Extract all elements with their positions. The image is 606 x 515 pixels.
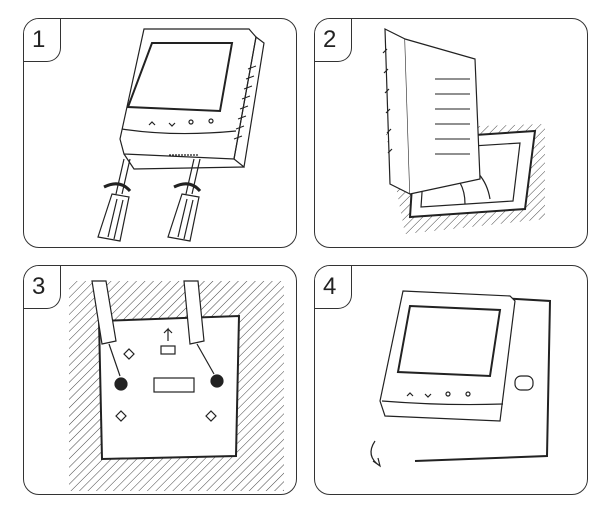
thermostat-icon: [119, 28, 265, 170]
step-number: 4: [323, 273, 337, 300]
step-2-panel: 2: [314, 18, 588, 248]
step-number: 1: [32, 26, 46, 53]
screwdriver-icon: [167, 158, 202, 242]
step-number: 3: [32, 273, 46, 300]
mount-backplate-illustration: [69, 280, 284, 491]
screwdriver-icon: [183, 280, 215, 375]
step-number-tab: 4: [315, 266, 352, 309]
step-4-panel: 4: [314, 265, 588, 495]
step-number-tab: 2: [315, 19, 352, 62]
connect-wires-illustration: [382, 28, 545, 234]
attach-front-cover-illustration: [370, 290, 552, 468]
step-1-panel: 1: [23, 18, 297, 248]
step-number: 2: [323, 26, 337, 53]
step-3-panel: 3: [23, 265, 297, 495]
step-number-tab: 3: [24, 266, 61, 309]
rotate-arrow-icon: [370, 440, 381, 468]
screwdriver-icon: [97, 158, 132, 242]
step-number-tab: 1: [24, 19, 61, 62]
thermostat-icon: [379, 290, 516, 422]
screw-icon: [114, 374, 224, 391]
remove-front-screws-illustration: [97, 28, 265, 242]
screwdriver-icon: [91, 280, 121, 377]
